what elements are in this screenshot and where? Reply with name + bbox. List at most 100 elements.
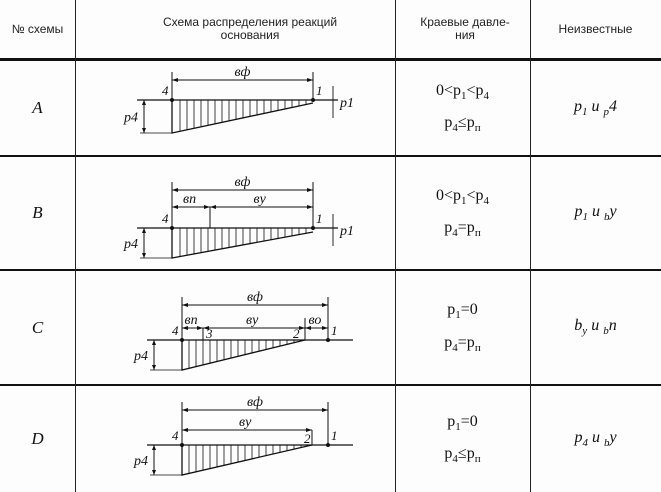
p4-label: p4 [123, 237, 138, 252]
scheme-id-C: C [31, 317, 44, 337]
formula-subscript: y [582, 325, 588, 338]
row-divider [0, 384, 661, 386]
scheme-id-B: B [32, 203, 43, 222]
formula-subscript: 4 [452, 227, 458, 240]
condition-1: 0<p1<p4 [436, 187, 489, 207]
formula-text: и [587, 317, 604, 335]
point-1-marker [326, 443, 330, 447]
formula-text: =0 [460, 412, 478, 430]
condition-1: p1=0 [447, 413, 478, 433]
formula-subscript: п [474, 122, 481, 135]
condition-2: p4≤pп [444, 445, 480, 465]
bo-label: во [309, 313, 322, 328]
formula-subscript: 4 [483, 90, 490, 102]
bf-label: вф [247, 290, 263, 305]
point-4-label: 4 [172, 428, 179, 443]
formula-text: ≤p [457, 114, 475, 131]
formula-text: =p [457, 333, 475, 351]
formula-text: y [609, 428, 617, 446]
formula-subscript: 4 [452, 122, 458, 135]
bu-label: ву [239, 415, 252, 430]
point-1-label: 1 [331, 428, 338, 443]
header-divider [0, 58, 661, 61]
formula-text: y [609, 202, 617, 220]
formula-text: p [444, 333, 453, 351]
formula-text: =0 [460, 301, 478, 319]
scheme-id-D: D [31, 429, 44, 448]
formula-text: 0<p [435, 186, 461, 204]
formula-text: p [444, 219, 453, 236]
point-3-label: 3 [205, 326, 213, 341]
header-scheme-number: № схемы [11, 21, 64, 36]
point-1-marker [311, 98, 315, 102]
formula-text: и [587, 97, 604, 115]
condition-2: p4=pп [444, 219, 480, 239]
column-divider [395, 0, 396, 492]
formula-text: и [587, 202, 604, 220]
column-divider [75, 0, 76, 492]
formula-text: p [447, 301, 456, 319]
p1-label: p1 [339, 96, 354, 111]
formula-subscript: 4 [452, 453, 458, 466]
bf-label: вф [247, 395, 263, 410]
formula-text: <p [466, 81, 484, 99]
formula-text: b [574, 317, 583, 335]
formula-subscript: b [603, 325, 609, 338]
unknowns-formula: p1 и by [574, 203, 616, 223]
point-2-label: 2 [293, 326, 300, 341]
bn-label: вп [183, 192, 196, 207]
header-scheme: Схема распределения реакций основания [162, 15, 338, 42]
formula-subscript: п [474, 227, 481, 240]
p4-label: p4 [133, 454, 148, 469]
condition-1: p1=0 [447, 301, 478, 321]
bn-arrow-icon [182, 326, 203, 330]
formula-subscript: 4 [452, 341, 458, 354]
header-unknowns: Неизвестные [558, 21, 633, 36]
bo-arrow-icon [305, 326, 328, 330]
formula-text: 0<p [435, 81, 461, 99]
bn-label: вп [185, 313, 198, 328]
unknowns-B: p1 и by [530, 157, 661, 269]
point-4-marker [170, 226, 174, 230]
formula-subscript: b [603, 437, 610, 450]
p4-label: p4 [123, 111, 138, 126]
formula-subscript: p [603, 106, 610, 119]
point-4-label: 4 [172, 323, 179, 338]
bf-label: вф [235, 175, 251, 190]
p1-label: p1 [339, 224, 354, 239]
formula-text: p [574, 428, 583, 446]
point-1-marker [311, 226, 315, 230]
formula-text: и [587, 428, 604, 446]
formula-subscript: 4 [483, 195, 490, 207]
formula-text: p [447, 412, 456, 430]
formula-text: <p [466, 186, 484, 204]
condition-1: 0<p1<p4 [436, 82, 489, 102]
pressure-diagram-outline [181, 339, 306, 371]
formula-text: p [444, 445, 453, 462]
formula-subscript: п [474, 453, 481, 466]
column-divider [530, 0, 531, 492]
point-4-label: 4 [162, 211, 169, 226]
point-1-label: 1 [331, 323, 338, 338]
bu-label: ву [246, 313, 259, 328]
formula-subscript: 1 [582, 106, 588, 119]
formula-text: 4 [609, 97, 617, 115]
formula-text: p [444, 114, 453, 131]
unknowns-D: p4 и by [530, 386, 661, 492]
scheme-id-A: A [32, 98, 43, 117]
point-4-marker [170, 98, 174, 102]
point-1-label: 1 [316, 83, 323, 98]
formula-subscript: b [603, 211, 610, 224]
bf-label: вф [235, 65, 251, 80]
unknowns-C: by и bп [530, 271, 661, 384]
unknowns-formula: by и bп [574, 317, 616, 337]
row-divider [0, 155, 661, 157]
formula-text: p [574, 97, 582, 115]
pressure-diagram-outline [181, 444, 313, 476]
